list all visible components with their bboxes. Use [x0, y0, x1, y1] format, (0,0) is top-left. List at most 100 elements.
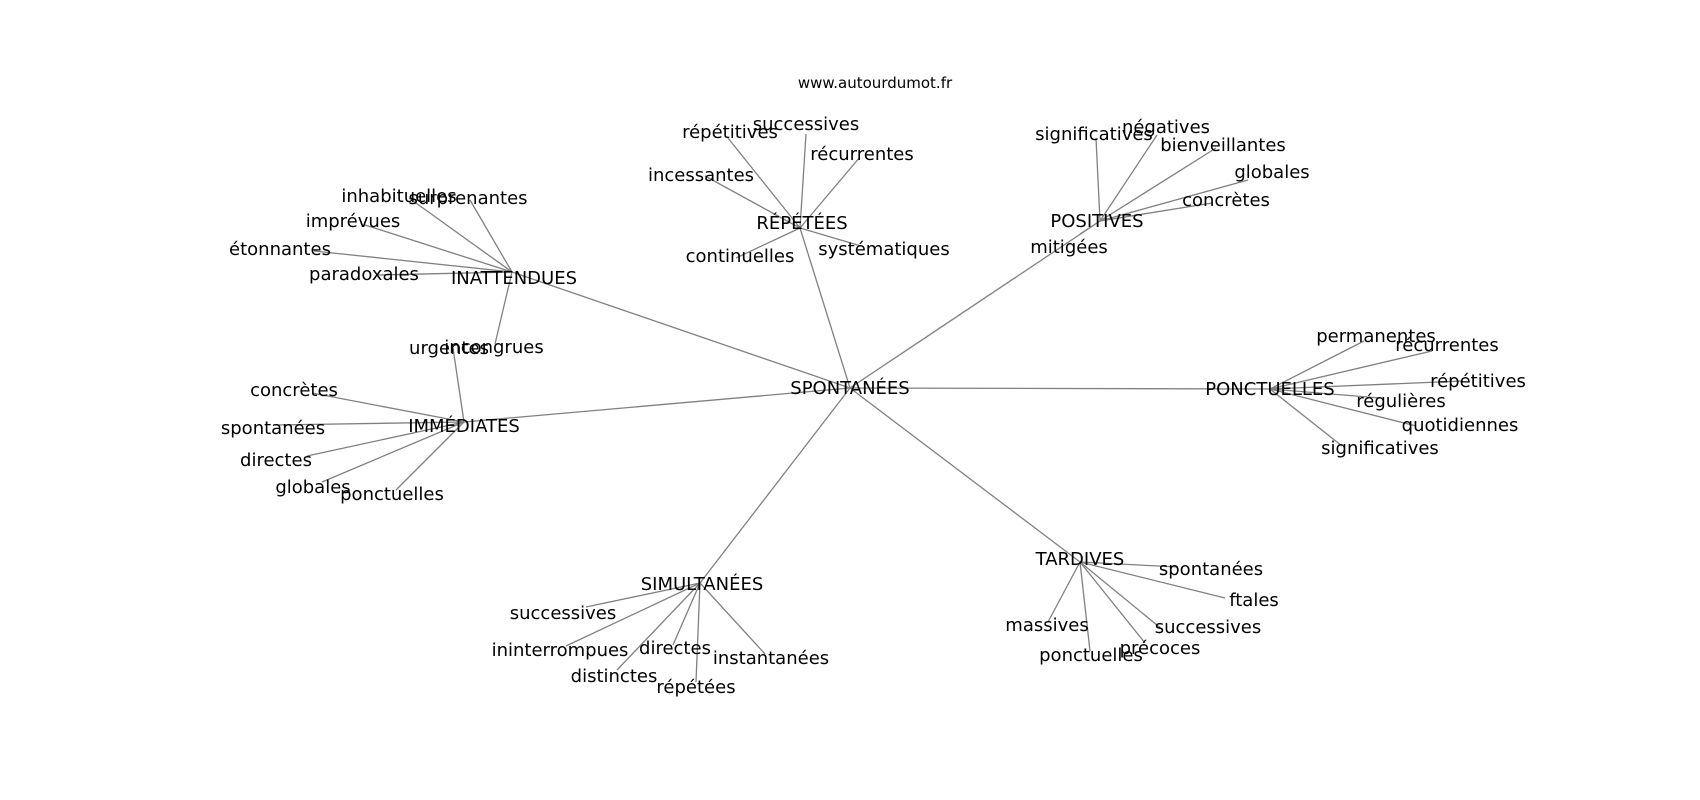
leaf-word[interactable]: incongrues [444, 337, 543, 358]
leaf-word[interactable]: globales [1234, 162, 1309, 183]
edge-group-to-word [469, 199, 513, 273]
leaf-word[interactable]: systématiques [818, 239, 949, 260]
leaf-word[interactable]: quotidiennes [1402, 415, 1519, 436]
edge-group-to-word [565, 582, 701, 647]
leaf-word[interactable]: négatives [1122, 117, 1210, 138]
leaf-word[interactable]: continuelles [686, 246, 795, 267]
edge-group-to-word [1099, 179, 1249, 222]
leaf-word[interactable]: successives [510, 603, 617, 624]
group-word[interactable]: POSITIVES [1050, 211, 1143, 232]
edge-root-to-group [699, 387, 851, 584]
edge-group-to-word [1269, 380, 1464, 390]
edge-root-to-group [511, 271, 851, 389]
leaf-word[interactable]: ftales [1229, 590, 1279, 611]
leaf-word[interactable]: récurrentes [810, 144, 913, 165]
edge-group-to-word [735, 227, 801, 259]
edge-group-to-word [1079, 561, 1179, 568]
edge-group-to-word [672, 582, 701, 646]
leaf-word[interactable]: régulières [1356, 391, 1445, 412]
edge-group-to-word [616, 582, 701, 671]
edge-group-to-word [494, 271, 513, 345]
edge-group-to-word [799, 156, 861, 229]
group-word[interactable]: IMMÉDIATES [408, 415, 520, 437]
group-word[interactable]: TARDIVES [1035, 549, 1125, 570]
edge-group-to-word [799, 227, 862, 247]
leaf-word[interactable]: bienveillantes [1160, 135, 1286, 156]
edge-group-to-word [274, 421, 465, 426]
edge-group-to-word [699, 582, 766, 655]
leaf-word[interactable]: ininterrompues [492, 640, 629, 661]
edge-root-to-group [799, 227, 851, 389]
edge-group-to-word [704, 175, 801, 229]
group-word[interactable]: RÉPÉTÉES [756, 212, 847, 234]
edge-group-to-word [1269, 388, 1417, 427]
edge-group-to-word [1099, 202, 1213, 222]
edge-group-to-word [1079, 561, 1226, 599]
edge-group-to-word [395, 421, 465, 491]
leaf-word[interactable]: spontanées [221, 418, 325, 439]
root-word[interactable]: SPONTANÉES [790, 377, 909, 399]
leaf-word[interactable]: ponctuelles [1039, 645, 1143, 666]
edge-group-to-word [364, 224, 513, 273]
leaf-word[interactable]: directes [639, 638, 711, 659]
leaf-word[interactable]: urgentes [409, 338, 489, 359]
edge-group-to-word [1099, 147, 1217, 222]
edge-group-to-word [377, 271, 513, 276]
edge-root-to-group [849, 387, 1081, 563]
edge-group-to-word [695, 582, 701, 683]
edge-group-to-word [1269, 340, 1365, 390]
leaf-word[interactable]: surprenantes [408, 188, 527, 209]
leaf-word[interactable]: répétitives [1430, 371, 1526, 392]
leaf-word[interactable]: significatives [1035, 124, 1153, 145]
edge-group-to-word [1095, 137, 1101, 222]
edge-group-to-word [1079, 561, 1164, 631]
leaf-word[interactable]: répétitives [682, 122, 778, 143]
leaf-word[interactable]: instantanées [713, 648, 829, 669]
edge-group-to-word [1269, 388, 1343, 447]
group-word[interactable]: PONCTUELLES [1205, 379, 1334, 400]
group-word[interactable]: INATTENDUES [451, 268, 577, 289]
edge-group-to-word [799, 133, 807, 229]
graph-labels: SPONTANÉES INATTENDUES inhabituellessurpre… [221, 114, 1526, 698]
leaf-word[interactable]: successives [753, 114, 860, 135]
leaf-word[interactable]: paradoxales [309, 264, 419, 285]
leaf-word[interactable]: imprévues [306, 211, 401, 232]
edge-group-to-word [1047, 561, 1081, 623]
leaf-word[interactable]: mitigées [1030, 237, 1108, 258]
leaf-word[interactable]: concrètes [1182, 190, 1270, 211]
edge-group-to-word [1079, 220, 1101, 235]
leaf-word[interactable]: spontanées [1159, 559, 1263, 580]
leaf-word[interactable]: significatives [1321, 438, 1439, 459]
edge-group-to-word [311, 392, 465, 423]
edge-root-to-group [463, 387, 851, 423]
edge-group-to-word [1099, 134, 1158, 222]
edge-group-to-word [1079, 561, 1146, 644]
leaf-word[interactable]: directes [240, 450, 312, 471]
leaf-word[interactable]: inhabituelles [341, 186, 456, 207]
edge-group-to-word [1269, 350, 1433, 390]
edge-group-to-word [1269, 388, 1381, 399]
leaf-word[interactable]: globales [275, 477, 350, 498]
leaf-word[interactable]: récurrentes [1395, 335, 1498, 356]
graph-edges [274, 133, 1464, 683]
leaf-word[interactable]: ponctuelles [340, 484, 444, 505]
leaf-word[interactable]: incessantes [648, 165, 754, 186]
edge-group-to-word [727, 137, 801, 229]
edge-group-to-word [408, 197, 513, 273]
leaf-word[interactable]: précoces [1120, 638, 1201, 659]
leaf-word[interactable]: étonnantes [229, 239, 331, 260]
group-word[interactable]: SIMULTANÉES [641, 573, 764, 595]
source-url[interactable]: www.autourdumot.fr [798, 74, 953, 92]
leaf-word[interactable]: concrètes [250, 380, 338, 401]
edge-group-to-word [313, 250, 513, 273]
leaf-word[interactable]: massives [1005, 615, 1088, 636]
leaf-word[interactable]: distinctes [571, 666, 658, 687]
leaf-word[interactable]: permanentes [1316, 326, 1436, 347]
edge-group-to-word [306, 421, 465, 457]
edge-group-to-word [1079, 561, 1091, 652]
edge-group-to-word [321, 421, 465, 483]
leaf-word[interactable]: successives [1155, 617, 1262, 638]
edge-root-to-group [849, 220, 1101, 389]
leaf-word[interactable]: répétées [656, 677, 735, 698]
